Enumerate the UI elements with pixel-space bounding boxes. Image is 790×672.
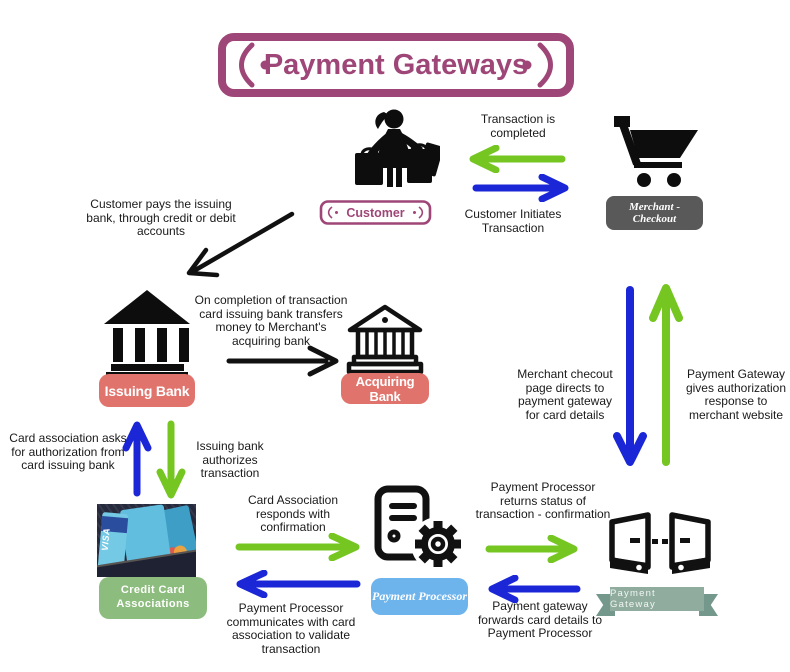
title-banner: Payment Gateways: [212, 28, 580, 102]
annotation-processor-communicates: Payment Processor communicates with card…: [226, 601, 356, 657]
annotation-issuing-transfers: On completion of transaction card issuin…: [194, 293, 348, 349]
acquiring-bank-icon: [346, 304, 424, 375]
payment-gateway-label: Payment Gateway: [610, 587, 704, 611]
annotation-transaction-completed: Transaction is completed: [480, 112, 556, 140]
annotation-customer-pays: Customer pays the issuing bank, through …: [86, 197, 236, 239]
processor-to-cardassoc-left-arrow-icon: [236, 570, 361, 598]
payment-gateway-icon: [609, 512, 711, 574]
issuing-bank-label: Issuing Bank: [99, 374, 195, 407]
page-title: Payment Gateways: [263, 48, 529, 81]
customer-initiates-right-arrow-icon: [472, 174, 569, 202]
cardassoc-to-processor-right-arrow-icon: [235, 533, 360, 561]
annotation-customer-initiates: Customer Initiates Transaction: [464, 207, 562, 235]
annotation-issuing-authorizes: Issuing bank authorizes transaction: [196, 439, 264, 481]
customer-label-banner: Customer: [318, 199, 433, 226]
annotation-gateway-gives-auth: Payment Gateway gives authorization resp…: [685, 367, 787, 423]
credit-card-associations-label: Credit Card Associations: [99, 577, 207, 619]
annotation-checkout-directs: Merchant checout page directs to payment…: [517, 367, 613, 423]
annotation-gateway-forwards: Payment gateway forwards card details to…: [477, 599, 603, 641]
title-banner-frame-icon: [218, 33, 574, 97]
payment-processor-label: Payment Processor: [371, 578, 468, 615]
payment-processor-icon: [374, 485, 465, 571]
customer-to-issuing-bank-arrow-icon: [186, 211, 295, 278]
visa-brand-text: VISA: [99, 527, 112, 552]
payment-gateway-ribbon: Payment Gateway: [596, 585, 718, 617]
annotation-processor-returns: Payment Processor returns status of tran…: [475, 480, 611, 522]
annotation-card-assoc-asks: Card association asks for authorization …: [9, 431, 127, 473]
merchant-checkout-label: Merchant - Checkout: [606, 196, 703, 230]
gateway-to-processor-left-arrow-icon: [488, 575, 581, 603]
merchant-cart-icon: [614, 116, 698, 187]
merchant-to-gateway-down-arrow-icon: [613, 286, 647, 466]
issuing-to-cardassoc-down-arrow-icon: [156, 420, 186, 499]
acquiring-bank-label: Acquiring Bank: [341, 373, 429, 404]
customer-banner-frame-icon: [319, 200, 432, 225]
customer-label: Customer: [346, 205, 405, 220]
gateway-to-merchant-up-arrow-icon: [649, 284, 683, 466]
cardassoc-to-issuing-up-arrow-icon: [122, 421, 152, 497]
issuing-to-acquiring-arrow-icon: [226, 345, 339, 377]
credit-cards-photo: VISA: [97, 504, 196, 577]
transaction-completed-left-arrow-icon: [469, 145, 566, 173]
annotation-card-assoc-responds: Card Association responds with confirmat…: [247, 493, 339, 535]
customer-shopper-icon: [355, 109, 440, 187]
processor-to-gateway-right-arrow-icon: [485, 535, 578, 563]
issuing-bank-icon: [104, 290, 190, 378]
